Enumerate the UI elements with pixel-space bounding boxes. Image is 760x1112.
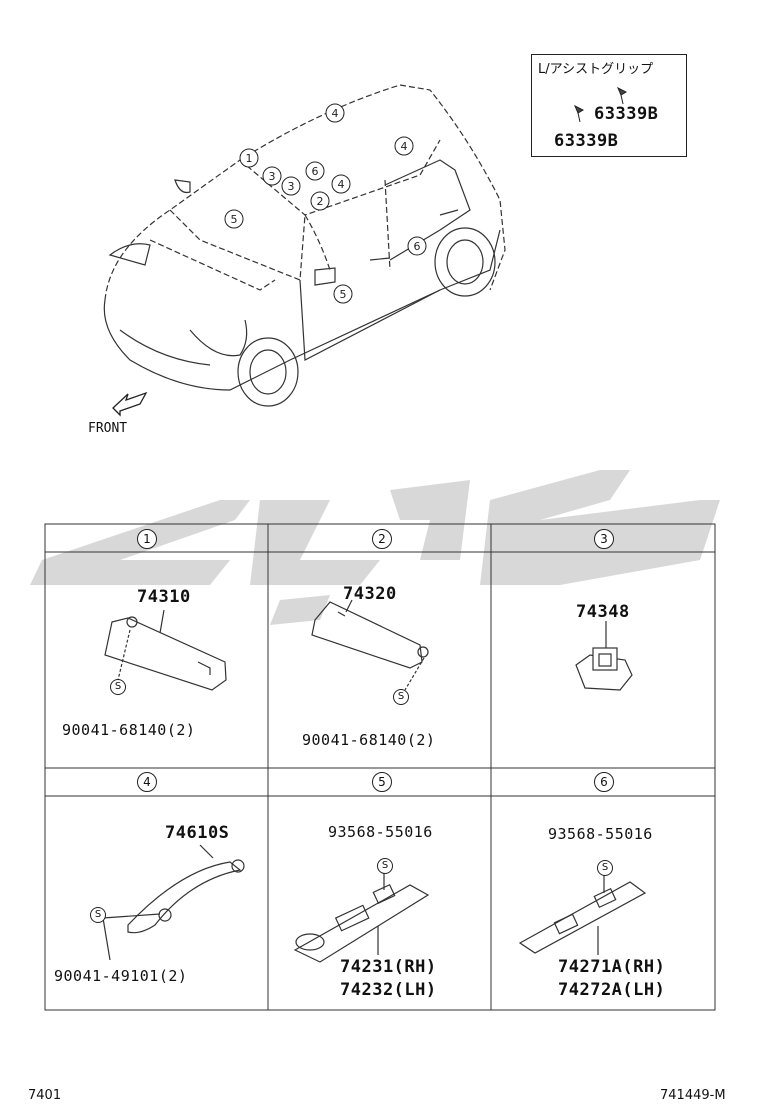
callout-circle <box>239 148 259 168</box>
cell-number-1: 1 <box>137 529 157 549</box>
cell-number-2: 2 <box>372 529 392 549</box>
callout-circle <box>224 209 244 229</box>
sun-visor-illustration <box>311 599 429 691</box>
callout-label: 1 <box>246 152 253 165</box>
callout-label: 5 <box>231 213 238 226</box>
screw-mark: S <box>110 679 126 695</box>
screw-number: 93568-55016 <box>548 825 653 843</box>
legend-box <box>531 54 687 157</box>
watermark-logo <box>30 470 720 625</box>
callout-circle <box>394 136 414 156</box>
switch-panel-illustration <box>518 874 647 955</box>
callout-label: 3 <box>288 180 295 193</box>
switch-panel-illustration <box>293 873 430 963</box>
callout-label: 4 <box>401 140 408 153</box>
front-label: FRONT <box>88 421 128 436</box>
footer-right: 741449-M <box>660 1088 726 1103</box>
callout-circle <box>333 284 353 304</box>
footer-left: 7401 <box>28 1088 62 1103</box>
cell-number-5: 5 <box>372 772 392 792</box>
screw-mark: S <box>393 689 409 705</box>
part-number: 74610S <box>165 823 230 843</box>
visor-holder-illustration <box>575 621 633 691</box>
callout-circle <box>262 166 282 186</box>
callout-circle <box>407 236 427 256</box>
callout-circle <box>331 174 351 194</box>
screw-mark: S <box>377 858 393 874</box>
callout-circle <box>281 176 301 196</box>
callout-label: 2 <box>317 195 324 208</box>
callout-circle <box>325 103 345 123</box>
screw-mark: S <box>597 860 613 876</box>
part-number: 74348 <box>576 602 630 622</box>
screw-number: 90041-68140(2) <box>302 731 436 749</box>
callout-label: 6 <box>312 165 319 178</box>
part-number: 74271A(RH) <box>558 957 666 977</box>
front-arrow-icon <box>112 391 148 417</box>
cell-number-6: 6 <box>594 772 614 792</box>
callout-circle <box>310 191 330 211</box>
callout-circle <box>305 161 325 181</box>
callout-label: 4 <box>332 107 339 120</box>
assist-grip-illustration <box>102 844 245 961</box>
car-outline <box>104 84 506 301</box>
parts-grid <box>44 523 716 1011</box>
callout-label: 6 <box>414 240 421 253</box>
part-number: 74232(LH) <box>340 980 437 1000</box>
part-number: 74310 <box>137 587 191 607</box>
part-number: 74320 <box>343 584 397 604</box>
screw-mark: S <box>90 907 106 923</box>
part-number: 74231(RH) <box>340 957 437 977</box>
callout-label: 3 <box>269 170 276 183</box>
screw-number: 90041-49101(2) <box>54 967 188 985</box>
part-number: 74272A(LH) <box>558 980 666 1000</box>
sun-visor-illustration <box>104 609 227 691</box>
screw-number: 93568-55016 <box>328 823 433 841</box>
car-callouts: 4 4 1 33 6 4 2 5 6 5 <box>224 103 427 304</box>
legend-part-a: 63339B <box>594 104 659 124</box>
car-body <box>103 159 501 407</box>
cell-number-4: 4 <box>137 772 157 792</box>
legend-part-b: 63339B <box>554 131 619 151</box>
clip-icon <box>574 86 628 123</box>
screw-number: 90041-68140(2) <box>62 721 196 739</box>
legend-title: L/アシストグリップ <box>538 62 654 77</box>
callout-label: 4 <box>338 178 345 191</box>
callout-label: 5 <box>340 288 347 301</box>
cell-number-3: 3 <box>594 529 614 549</box>
